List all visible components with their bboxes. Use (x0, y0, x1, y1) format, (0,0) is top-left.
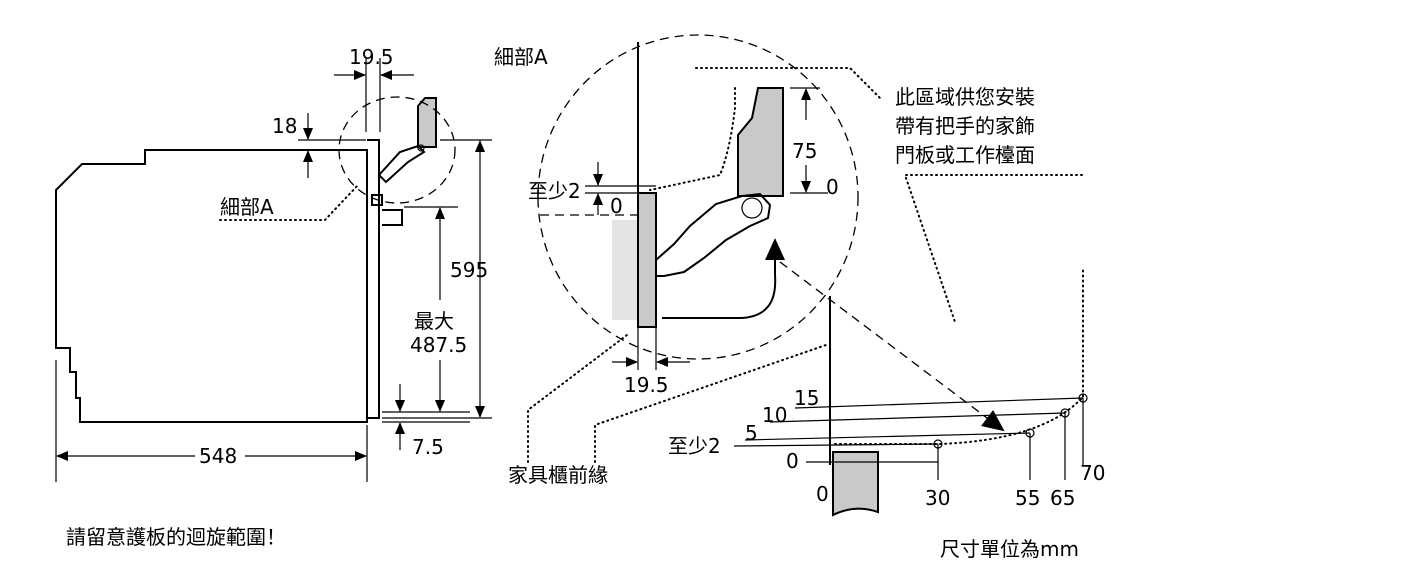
dim-label-18: 18 (272, 114, 297, 138)
min-label-detail: 至少2 (528, 179, 581, 203)
units-note: 尺寸單位為mm (940, 537, 1079, 561)
appliance-side-view (55, 96, 456, 423)
area-note-line1: 此區域供您安裝 (895, 85, 1035, 109)
dim-label-487-5: 487.5 (410, 333, 467, 357)
dim-595: 595 (382, 139, 492, 419)
swing-clearance-graph: 15 10 5 0 至少2 0 30 55 65 70 (668, 261, 1105, 517)
dim-label-548: 548 (199, 444, 237, 468)
dim-19-5-top: 19.5 (334, 45, 414, 132)
dim-487-5: 最大 487.5 (404, 206, 467, 412)
detail-a-title: 細部A (494, 45, 548, 69)
area-note-line2: 帶有把手的家飾 (895, 114, 1035, 138)
furniture-front-label: 家具櫃前緣 (508, 463, 608, 487)
dim-label-0-small: 0 (610, 194, 623, 218)
detail-a-left-callout: 細部A (219, 184, 359, 221)
x-tick-65: 65 (1050, 486, 1075, 510)
warning-note: 請留意護板的迴旋範圍！ (66, 525, 286, 549)
furniture-front-callout: 家具櫃前緣 (508, 334, 827, 487)
y-tick-0: 0 (786, 449, 799, 473)
dim-label-75: 75 (792, 139, 817, 163)
x-tick-30: 30 (925, 486, 950, 510)
y-tick-15: 15 (794, 386, 819, 410)
area-note-line3: 門板或工作檯面 (895, 143, 1035, 167)
dim-18: 18 (272, 113, 366, 178)
y-tick-5: 5 (745, 421, 758, 445)
dim-7-5: 7.5 (382, 384, 470, 459)
dim-label-7-5: 7.5 (412, 435, 444, 459)
dim-548: 548 (55, 360, 368, 482)
dim-label-0-detail: 0 (826, 175, 839, 199)
x-tick-0: 0 (816, 482, 829, 506)
area-note: 此區域供您安裝 帶有把手的家飾 門板或工作檯面 (895, 85, 1083, 323)
dim-label-19-5-top: 19.5 (349, 45, 394, 69)
detail-a-view: 75 0 至少2 0 19.5 (528, 34, 883, 397)
x-tick-55: 55 (1015, 486, 1040, 510)
y-tick-10: 10 (762, 403, 787, 427)
dim-label-19-5-detail: 19.5 (624, 373, 669, 397)
dim-label-595: 595 (450, 258, 488, 282)
x-tick-70: 70 (1080, 461, 1105, 485)
min-label-graph: 至少2 (668, 434, 721, 458)
detail-a-left-label: 細部A (220, 195, 274, 219)
max-label: 最大 (414, 309, 454, 333)
